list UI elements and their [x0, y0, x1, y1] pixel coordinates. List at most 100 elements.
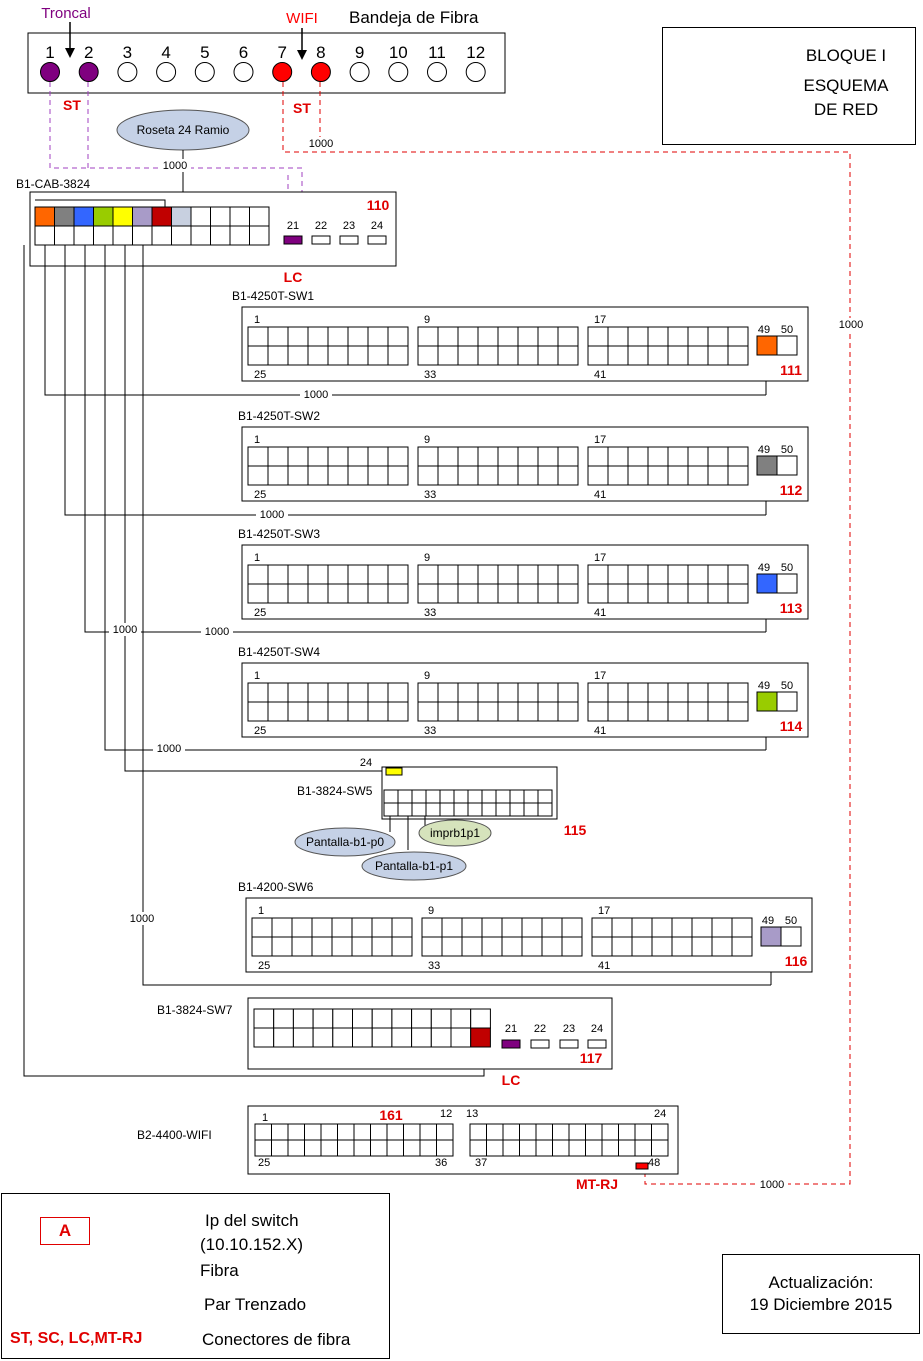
switch-port [437, 583, 459, 604]
cab-port-bottom [54, 225, 75, 246]
switch-port [450, 1008, 472, 1029]
switch-port [367, 583, 389, 604]
uplink-cable-1 [44, 245, 766, 396]
switch-port [517, 345, 539, 366]
switch-ip: 113 [780, 600, 803, 616]
tray-port-9 [349, 62, 370, 82]
tray-port-number: 5 [200, 43, 209, 62]
switch-port [587, 446, 609, 467]
sw7-name: B1-3824-SW7 [157, 1003, 233, 1017]
port-group-label: 17 [598, 905, 610, 917]
switch-ip: 112 [780, 482, 803, 498]
cab-lc-label: LC [284, 269, 303, 285]
port-group-label: 13 [466, 1108, 478, 1120]
tray-port-10 [388, 62, 409, 82]
link-speed-label: 1000 [304, 389, 328, 401]
link-speed-label: 1000 [205, 626, 229, 638]
switch-port [535, 1139, 553, 1157]
cab-port-top [34, 206, 55, 227]
switch-port [557, 326, 579, 347]
switch-port [607, 465, 629, 486]
fiber-wifi-1 [282, 82, 851, 1185]
switch-port [707, 564, 729, 585]
switch-port [607, 345, 629, 366]
switch-port [397, 789, 413, 804]
cab-port-top [93, 206, 114, 227]
switch-port [421, 917, 443, 938]
switch-port [497, 345, 519, 366]
switch-port [517, 564, 539, 585]
switch-ip: 116 [785, 953, 808, 969]
tray-port-4 [156, 62, 177, 82]
switch-port [331, 917, 353, 938]
switch-port [651, 1123, 669, 1141]
switch-port [311, 917, 333, 938]
switch-port [457, 326, 479, 347]
switch-port [481, 789, 497, 804]
tray-port-number: 2 [84, 43, 93, 62]
link-speed-label: 1000 [760, 1179, 784, 1191]
switch-port [711, 917, 733, 938]
switch-port [332, 1008, 353, 1029]
switch-port [371, 936, 393, 957]
switch-port [667, 583, 689, 604]
roseta-label: Roseta 24 Ramio [137, 123, 230, 137]
fiber-tray [27, 32, 506, 94]
switch-port [383, 802, 399, 817]
switch-port [611, 936, 633, 957]
switch-port [311, 936, 333, 957]
switch-port [457, 345, 479, 366]
switch-port [477, 701, 499, 722]
switch-port [667, 326, 689, 347]
switch-port [687, 682, 709, 703]
switch-port [461, 917, 483, 938]
cab-port-bottom [93, 225, 114, 246]
cab-sfp-port [367, 235, 387, 245]
link-label-bg [109, 623, 141, 636]
cab-port-top [151, 206, 172, 227]
switch-port [292, 1008, 314, 1029]
switch-port [411, 1008, 432, 1029]
switch-port [568, 1139, 586, 1157]
link-speed-label: 1000 [260, 509, 284, 521]
wifi-arrowhead [297, 50, 307, 60]
switch-port [247, 326, 269, 347]
switch-port [347, 564, 369, 585]
st-label-troncal: ST [63, 97, 81, 113]
switch-port [557, 446, 579, 467]
cab-port-top [132, 206, 153, 227]
switch-port [707, 583, 729, 604]
switch-port [618, 1139, 636, 1157]
sw5-port-label: 24 [360, 757, 372, 769]
switch-port [437, 465, 459, 486]
switch-ip: 114 [780, 718, 803, 734]
switch-port [469, 1123, 487, 1141]
sfp-label-50: 50 [781, 444, 793, 456]
switch-port [691, 936, 713, 957]
switch-port [391, 1008, 413, 1029]
sw7-sfp-number: 24 [591, 1023, 603, 1035]
switch-port [417, 564, 439, 585]
switch-ip: 111 [780, 362, 802, 378]
switch-port [651, 1139, 669, 1157]
switch-port [403, 1139, 421, 1157]
sw7-sfp-number: 21 [505, 1023, 517, 1035]
link-label-bg [300, 388, 332, 401]
switch-port [477, 326, 499, 347]
switch-port [347, 583, 369, 604]
port-group-label: 1 [254, 552, 260, 564]
switch-port [387, 682, 409, 703]
switch-port [523, 789, 539, 804]
switch-port [467, 802, 483, 817]
switch-port [351, 917, 373, 938]
switch-port [271, 1123, 289, 1141]
switch-port [251, 917, 273, 938]
port-group-label: 17 [594, 552, 606, 564]
switch-port [411, 1027, 432, 1048]
switch-port [371, 1027, 393, 1048]
switch-port [331, 936, 353, 957]
switch-port [497, 326, 519, 347]
tray-port-3 [117, 62, 138, 82]
switch-port [327, 583, 349, 604]
switch-port [561, 917, 583, 938]
